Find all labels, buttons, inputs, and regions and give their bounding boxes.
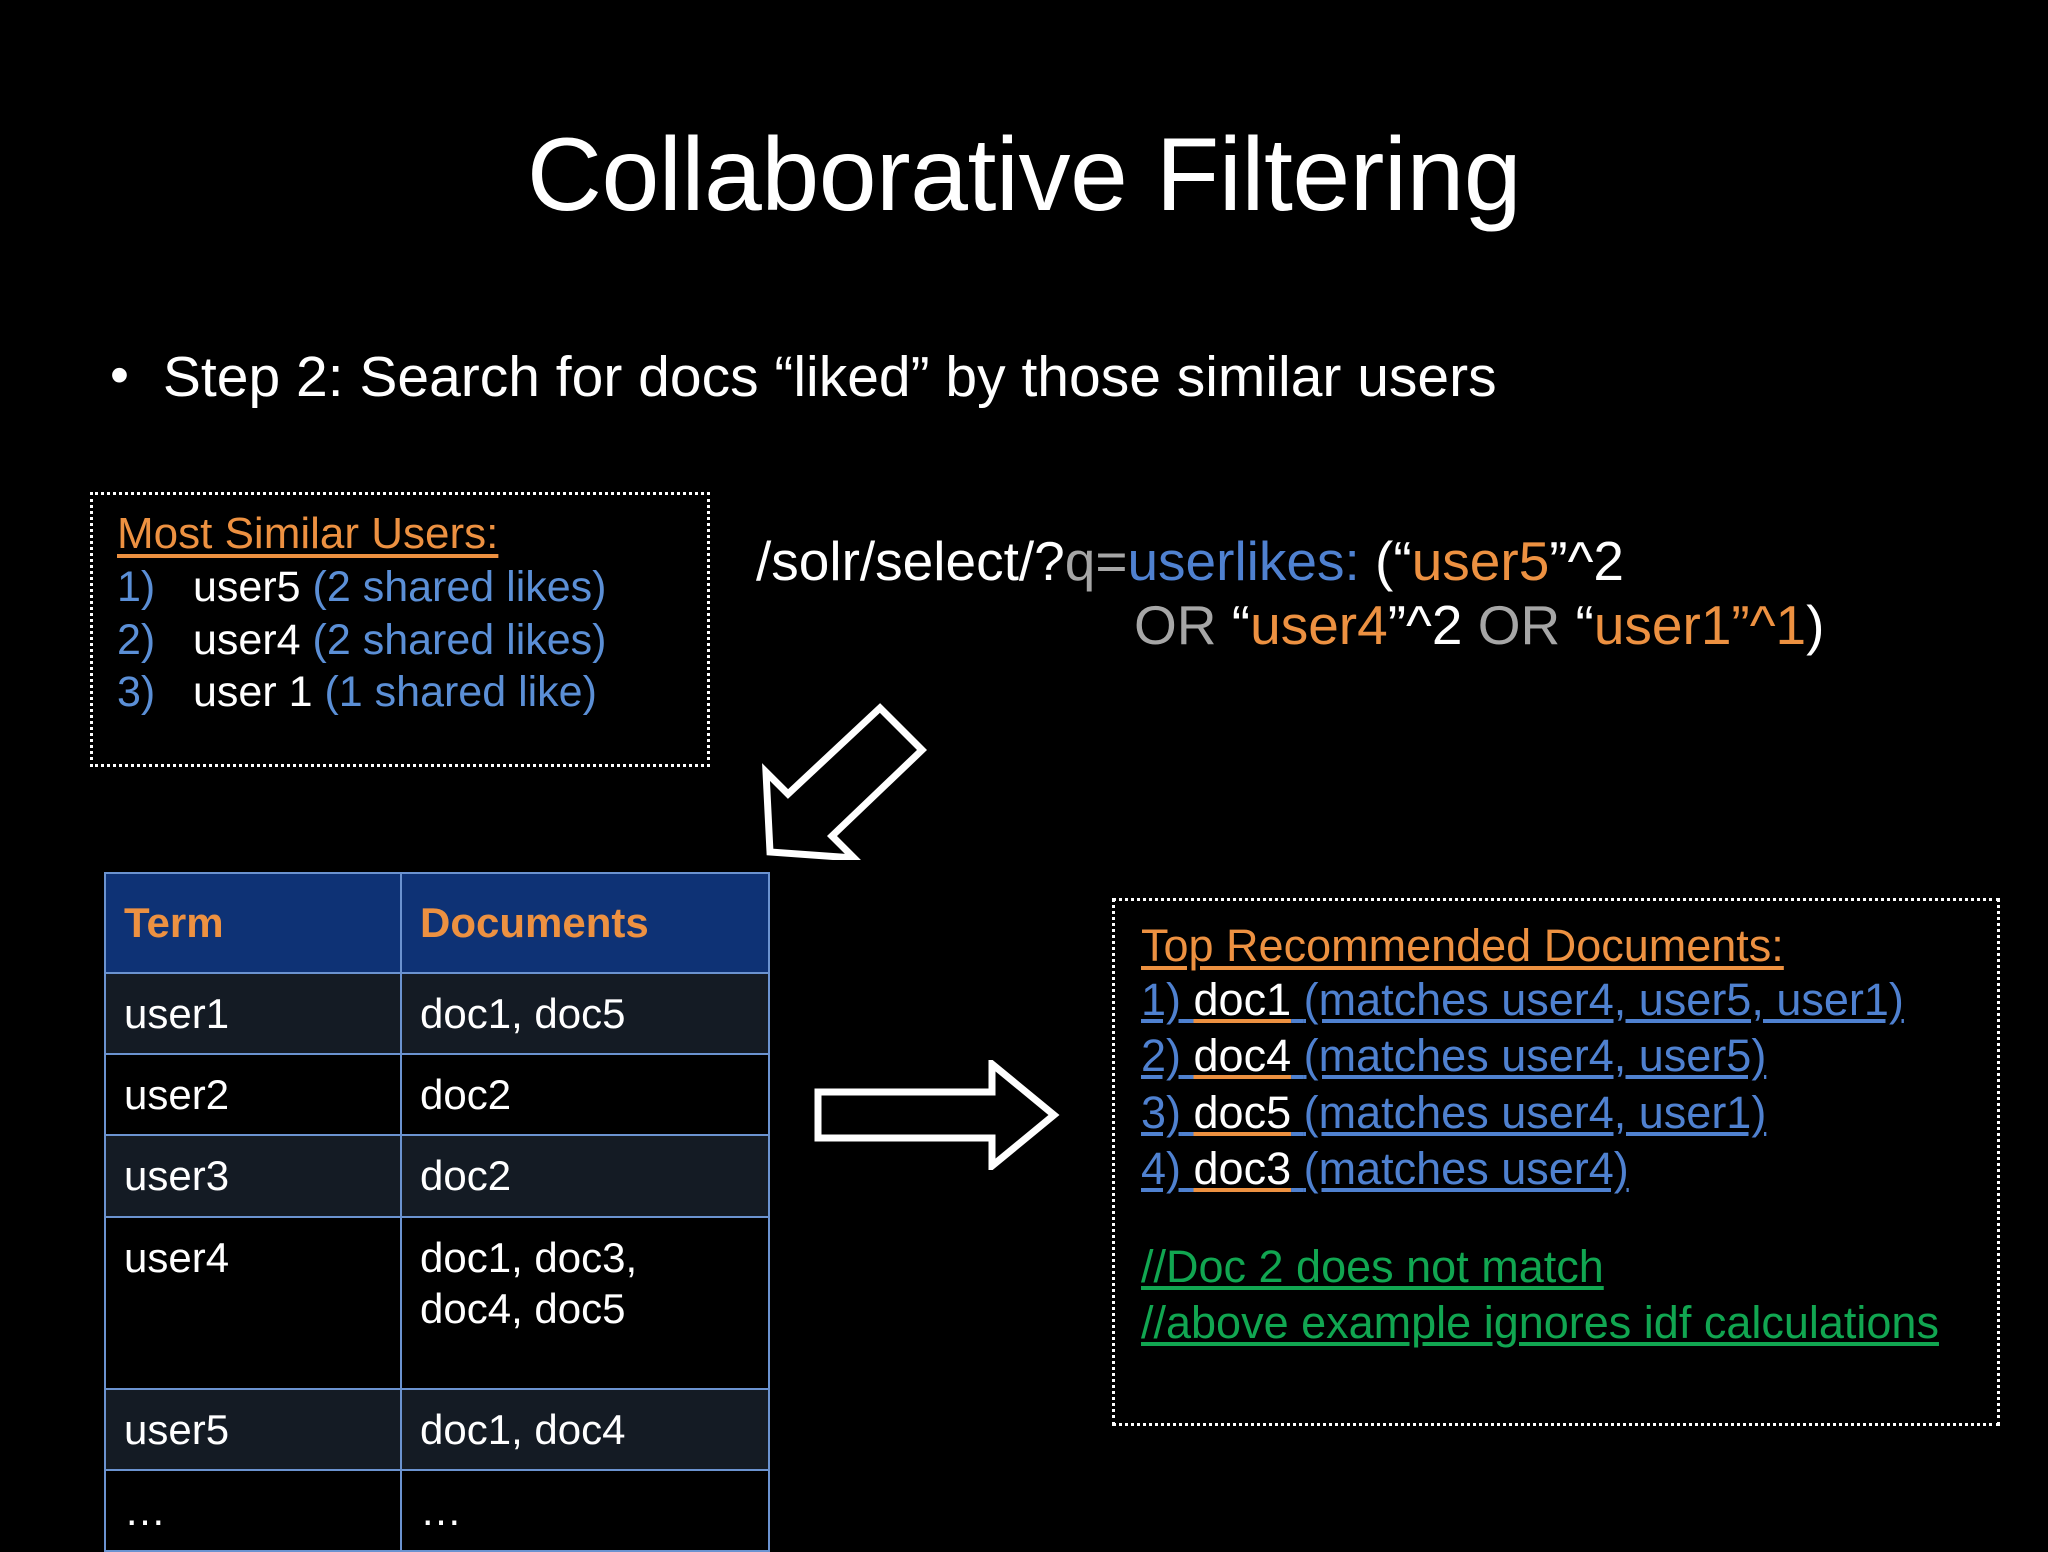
list-item-note: (2 shared likes) <box>312 615 607 664</box>
list-item: 1) doc1 (matches user4, user5, user1) <box>1141 972 1975 1028</box>
cell-term: user5 <box>104 1387 402 1471</box>
solr-term-user4: user4 <box>1250 593 1388 656</box>
rec-item-matches: (matches user4) <box>1303 1142 1629 1194</box>
list-item-number: 2) <box>117 615 156 664</box>
column-header-term: Term <box>104 872 402 974</box>
solr-field: userlikes <box>1127 530 1345 592</box>
solr-quote-close: ” <box>1549 530 1568 592</box>
cell-documents: doc1, doc5 <box>400 971 770 1056</box>
solr-boost: ^2 <box>1567 530 1625 592</box>
cell-term: … <box>104 1468 402 1552</box>
top-recommended-documents-title: Top Recommended Documents: <box>1141 920 1784 971</box>
cell-documents: doc1, doc3, doc4, doc5 <box>400 1215 770 1390</box>
list-item: 3) user 1 (1 shared like) <box>117 666 689 719</box>
rec-item-number: 2) <box>1141 1030 1182 1082</box>
solr-quote-open: “ <box>1393 530 1412 592</box>
table-header-row: Term Documents <box>104 872 770 974</box>
comment-line: //above example ignores idf calculations <box>1141 1297 1939 1349</box>
solr-term-user5: user5 <box>1411 530 1550 592</box>
rec-item-number: 1) <box>1141 974 1182 1026</box>
list-item-user: user 1 <box>193 668 313 717</box>
cell-documents: doc2 <box>400 1134 770 1218</box>
table-row: user3 doc2 <box>104 1134 770 1218</box>
list-item-note: (1 shared like) <box>324 668 597 717</box>
solr-quote-close-2: ” <box>1387 593 1407 656</box>
solr-query-line-2: OR “user4”^2 OR “user1”^1) <box>1134 594 1986 658</box>
solr-boost-2: ^2 <box>1406 593 1478 656</box>
solr-boost-3: ^1 <box>1749 593 1807 656</box>
arrow-right-icon <box>814 1060 1060 1170</box>
most-similar-users-panel: Most Similar Users: 1) user5 (2 shared li… <box>90 492 710 767</box>
rec-item-doc: doc1 <box>1193 974 1292 1026</box>
cell-term: user4 <box>104 1215 402 1390</box>
rec-item-number: 4) <box>1141 1142 1182 1194</box>
bullet-marker-icon: • <box>110 345 129 405</box>
list-item-note: (2 shared likes) <box>312 562 607 611</box>
solr-quote-close-3: ” <box>1731 593 1750 656</box>
solr-path: /solr/select/? <box>756 530 1065 592</box>
list-item-number: 3) <box>117 668 156 717</box>
bullet-line: • Step 2: Search for docs “liked” by tho… <box>110 345 1990 409</box>
cell-documents: doc2 <box>400 1053 770 1137</box>
solr-query-line-1: /solr/select/?q=userlikes: (“user5”^2 <box>756 530 1624 592</box>
cell-term: user2 <box>104 1053 402 1137</box>
rec-item-matches: (matches user4, user5) <box>1303 1030 1767 1082</box>
solr-colon: : <box>1344 530 1376 592</box>
cell-documents: doc1, doc4 <box>400 1387 770 1471</box>
solr-query-text: /solr/select/?q=userlikes: (“user5”^2 OR… <box>756 530 1986 658</box>
solr-param-q: q= <box>1064 530 1128 592</box>
spacer <box>1141 1197 1975 1239</box>
rec-item-doc: doc3 <box>1193 1142 1292 1194</box>
rec-item-matches: (matches user4, user5, user1) <box>1303 974 1904 1026</box>
table-row: user1 doc1, doc5 <box>104 971 770 1056</box>
list-item-user: user5 <box>193 562 301 611</box>
list-item: 2) doc4 (matches user4, user5) <box>1141 1028 1975 1084</box>
most-similar-users-title: Most Similar Users: <box>117 509 499 558</box>
arrow-down-left-icon <box>762 703 928 860</box>
solr-quote-open-3: “ <box>1575 593 1594 656</box>
top-recommended-documents-panel: Top Recommended Documents: 1) doc1 (matc… <box>1112 898 2000 1426</box>
column-header-documents: Documents <box>400 872 770 974</box>
solr-close-paren: ) <box>1806 593 1825 656</box>
rec-item-doc: doc4 <box>1193 1030 1292 1082</box>
page-title: Collaborative Filtering <box>526 117 1522 233</box>
list-item: 4) doc3 (matches user4) <box>1141 1141 1975 1197</box>
solr-term-user1: user1 <box>1593 593 1732 656</box>
bullet-text: Step 2: Search for docs “liked” by those… <box>162 345 1497 409</box>
list-item: 2) user4 (2 shared likes) <box>117 614 689 667</box>
list-item: 3) doc5 (matches user4, user1) <box>1141 1085 1975 1141</box>
solr-open-paren: ( <box>1375 530 1394 592</box>
cell-term: user1 <box>104 971 402 1056</box>
cell-term: user3 <box>104 1134 402 1218</box>
table-row: … … <box>104 1468 770 1552</box>
rec-item-doc: doc5 <box>1193 1086 1292 1138</box>
table-row: user5 doc1, doc4 <box>104 1387 770 1471</box>
solr-or-2: OR <box>1477 593 1576 656</box>
solr-quote-open-2: “ <box>1231 593 1251 656</box>
comment-line: //Doc 2 does not match <box>1141 1241 1604 1293</box>
table-row: user4 doc1, doc3, doc4, doc5 <box>104 1215 770 1390</box>
table-row: user2 doc2 <box>104 1053 770 1137</box>
list-item: 1) user5 (2 shared likes) <box>117 561 689 614</box>
list-item-number: 1) <box>117 562 156 611</box>
rec-item-matches: (matches user4, user1) <box>1303 1086 1767 1138</box>
solr-or-1: OR <box>1134 593 1232 656</box>
cell-documents: … <box>400 1468 770 1552</box>
term-documents-table: Term Documents user1 doc1, doc5 user2 do… <box>104 872 770 1552</box>
rec-item-number: 3) <box>1141 1086 1182 1138</box>
list-item-user: user4 <box>193 615 301 664</box>
